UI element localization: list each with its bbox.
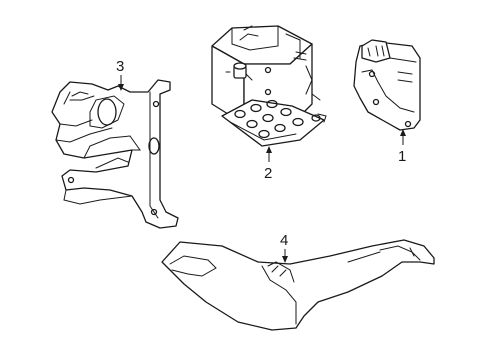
- callout-4: 4: [280, 232, 288, 263]
- callout-1: 1: [398, 129, 406, 165]
- callout-2: 2: [264, 146, 272, 182]
- part-2-modulator: [211, 25, 327, 147]
- part-1-control-module: [353, 39, 421, 131]
- callout-4-label: 4: [280, 232, 288, 249]
- part-4-shield: [161, 239, 435, 331]
- callout-1-label: 1: [398, 148, 406, 165]
- callout-3-label: 3: [116, 58, 124, 75]
- callout-2-label: 2: [264, 165, 272, 182]
- part-3-bracket: [51, 79, 179, 229]
- callout-3: 3: [116, 58, 124, 91]
